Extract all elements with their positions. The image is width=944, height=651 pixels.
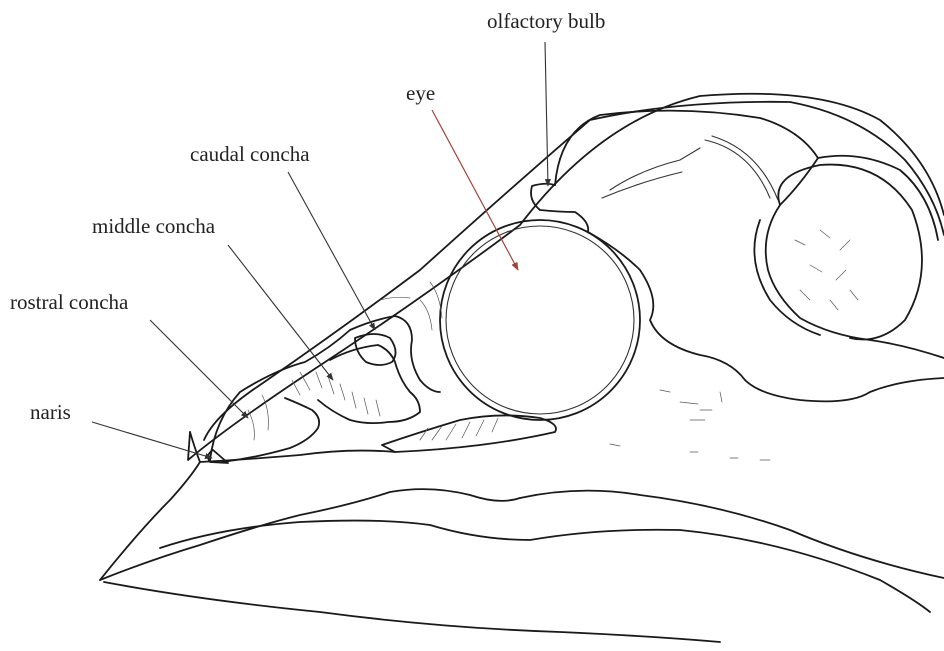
naris-leader <box>92 422 212 458</box>
eye-leader <box>432 110 518 270</box>
caudal-concha-leader <box>288 172 375 330</box>
nasal-cavity <box>208 282 556 463</box>
texture-marks <box>610 230 858 460</box>
rostral-concha-label: rostral concha <box>10 290 129 314</box>
upper-beak <box>100 451 944 580</box>
label-eye: eye <box>406 81 518 270</box>
olfactory-bulb-leader <box>545 42 548 186</box>
eye-circle <box>440 220 640 420</box>
naris-label: naris <box>30 400 71 424</box>
middle-concha-leader <box>228 245 333 380</box>
lower-jaw <box>104 521 930 642</box>
eye-inner-circle <box>446 226 634 414</box>
label-naris: naris <box>30 400 212 458</box>
braincase <box>555 111 944 358</box>
label-caudal-concha: caudal concha <box>190 142 375 330</box>
middle-concha-label: middle concha <box>92 214 216 238</box>
olfactory-region <box>531 184 944 402</box>
eye-label: eye <box>406 81 435 105</box>
label-rostral-concha: rostral concha <box>10 290 248 418</box>
caudal-concha-label: caudal concha <box>190 142 310 166</box>
olfactory-bulb-label: olfactory bulb <box>487 9 605 33</box>
label-olfactory-bulb: olfactory bulb <box>487 9 605 186</box>
rostral-concha-leader <box>150 320 248 418</box>
